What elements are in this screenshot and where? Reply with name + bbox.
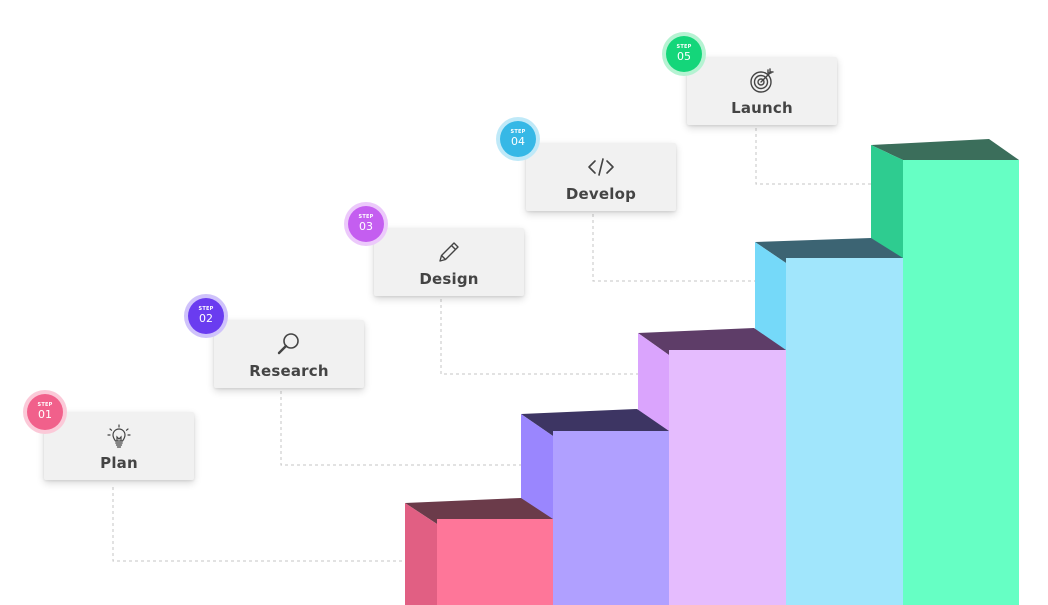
step-label-design: Design (419, 270, 479, 288)
step-badge-number: 04 (511, 135, 525, 148)
step-label-research: Research (249, 362, 329, 380)
bar-step-04 (755, 238, 903, 605)
bar-step-01-front (437, 519, 553, 605)
pencil-icon (374, 238, 524, 266)
bar-step-04-front (786, 258, 903, 605)
step-card-plan: Plan (44, 412, 194, 480)
bar-step-03-top (638, 328, 786, 355)
step-card-develop: Develop (526, 143, 676, 211)
lightbulb-icon (44, 422, 194, 450)
bar-step-01-top (405, 498, 553, 524)
bar-step-01-side (405, 503, 437, 605)
step-badge-02: STEP 02 (188, 298, 224, 334)
step-badge-word: STEP (358, 214, 374, 220)
step-badge-word: STEP (676, 44, 692, 50)
step-label-develop: Develop (565, 185, 637, 203)
step-badge-number: 01 (38, 408, 52, 421)
step-badge-04: STEP 04 (500, 121, 536, 157)
bar-step-05-front (903, 160, 1019, 605)
step-badge-number: 02 (199, 312, 213, 325)
bar-step-03 (638, 328, 786, 605)
step-badge-number: 03 (359, 220, 373, 233)
bar-step-03-front (669, 350, 786, 605)
connector-step-01 (112, 487, 405, 562)
code-icon (526, 153, 676, 181)
step-badge-05: STEP 05 (666, 36, 702, 72)
target-icon (687, 67, 837, 95)
bar-step-05-top (871, 139, 1019, 160)
bar-step-01 (405, 498, 553, 605)
step-badge-word: STEP (198, 306, 214, 312)
step-card-launch: Launch (687, 57, 837, 125)
step-badge-word: STEP (510, 129, 526, 135)
bar-step-04-top (755, 238, 903, 263)
step-badge-word: STEP (37, 402, 53, 408)
bar-step-02-top (521, 409, 669, 436)
connector-lines (112, 128, 871, 562)
bar-step-02-front (553, 431, 669, 605)
step-label-plan: Plan (100, 454, 138, 472)
connector-step-05 (755, 128, 871, 185)
step-badge-01: STEP 01 (27, 394, 63, 430)
search-icon (214, 330, 364, 358)
step-card-design: Design (374, 228, 524, 296)
step-badge-03: STEP 03 (348, 206, 384, 242)
step-card-research: Research (214, 320, 364, 388)
step-badge-number: 05 (677, 50, 691, 63)
connector-step-03 (440, 299, 638, 375)
connector-step-04 (592, 214, 755, 282)
step-label-launch: Launch (731, 99, 793, 117)
connector-step-02 (280, 391, 521, 466)
